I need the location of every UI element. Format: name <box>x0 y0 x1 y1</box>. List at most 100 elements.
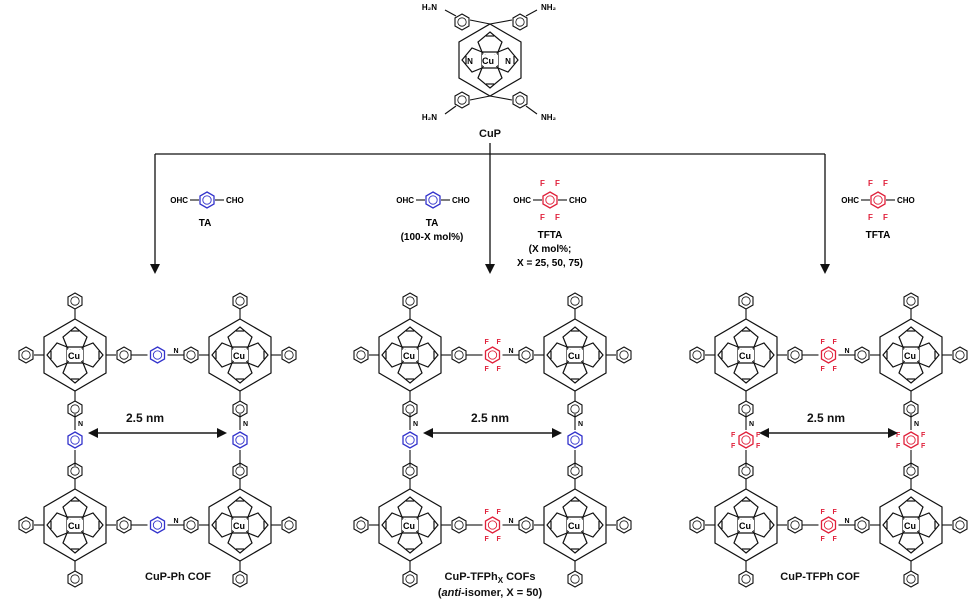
imine-nitrogen: N <box>845 518 850 525</box>
fluorine-atom: F <box>896 432 901 439</box>
fluorine-atom: F <box>833 509 838 516</box>
distance-label-right: 2.5 nm <box>807 411 845 425</box>
imine-nitrogen: N <box>509 348 514 355</box>
linker-tfta-right: OHC CHO F F F F TFTA <box>841 179 915 241</box>
phenyl-linker-ring <box>67 431 83 449</box>
imine-nitrogen: N <box>78 421 83 428</box>
phenyl-linker-ring <box>567 431 583 449</box>
fluorine-atom: F <box>833 366 838 373</box>
aldehyde-right: CHO <box>226 196 244 205</box>
imine-nitrogen: N <box>509 518 514 525</box>
fluorine-atom: F <box>868 179 873 188</box>
fluorine-atom: F <box>883 213 888 222</box>
fluorine-atom: F <box>485 536 490 543</box>
precursor-metal: Cu <box>482 56 494 66</box>
aldehyde-left: OHC <box>841 196 859 205</box>
linker-tfta-mixed-note1: (X mol%; <box>529 244 572 255</box>
fluorine-atom: F <box>921 443 926 450</box>
phenyl-linker-ring <box>149 346 166 364</box>
imine-nitrogen: N <box>174 518 179 525</box>
product-label-sub: X <box>498 576 504 585</box>
phenyl-linker-ring <box>402 431 418 449</box>
aldehyde-left: OHC <box>170 196 188 205</box>
copper-atom-label: Cu <box>568 521 580 531</box>
fluorine-atom: F <box>821 339 826 346</box>
fluorine-atom: F <box>821 509 826 516</box>
fluorine-atom: F <box>555 179 560 188</box>
product-label-tail: COFs <box>503 571 535 583</box>
fluorine-atom: F <box>497 509 502 516</box>
distance-label-left: 2.5 nm <box>126 411 164 425</box>
fluorine-atom: F <box>731 432 736 439</box>
fluorine-atom: F <box>497 366 502 373</box>
fluorine-atom: F <box>485 366 490 373</box>
fluorine-atom: F <box>868 213 873 222</box>
fluorine-atom: F <box>921 432 926 439</box>
amine-bottom-left: H₂N <box>422 113 437 122</box>
copper-atom-label: Cu <box>904 351 916 361</box>
linker-ta-mixed: OHC CHO TA (100-X mol%) <box>396 191 470 243</box>
fluorinated-linker-ring <box>903 431 919 449</box>
product-label-left: CuP-Ph COF <box>145 571 211 583</box>
phenyl-linker-ring <box>149 516 166 534</box>
precursor-n-right: N <box>505 57 511 66</box>
fluorine-atom: F <box>883 179 888 188</box>
imine-nitrogen: N <box>413 421 418 428</box>
copper-atom-label: Cu <box>403 521 415 531</box>
phenyl-linker-ring <box>232 431 248 449</box>
linker-ta-name: TA <box>199 218 212 229</box>
aldehyde-left: OHC <box>513 196 531 205</box>
product-note-pre: ( <box>438 587 442 599</box>
fluorine-atom: F <box>756 432 761 439</box>
aldehyde-right: CHO <box>569 196 587 205</box>
linker-tfta-mixed-note2: X = 25, 50, 75) <box>517 258 583 269</box>
copper-atom-label: Cu <box>568 351 580 361</box>
precursor-n-left: N <box>467 57 473 66</box>
fluorine-atom: F <box>731 443 736 450</box>
distance-label-middle: 2.5 nm <box>471 411 509 425</box>
precursor-label: CuP <box>479 128 501 140</box>
copper-atom-label: Cu <box>739 521 751 531</box>
copper-atom-label: Cu <box>68 521 80 531</box>
fluorinated-linker-ring <box>820 516 837 534</box>
aldehyde-right: CHO <box>452 196 470 205</box>
product-note-italic: anti <box>442 587 463 599</box>
linker-tfta-mixed-name: TFTA <box>538 230 563 241</box>
copper-atom-label: Cu <box>68 351 80 361</box>
fluorine-atom: F <box>833 536 838 543</box>
fluorine-atom: F <box>497 339 502 346</box>
product-note-post: -isomer, X = 50) <box>461 587 542 599</box>
fluorine-atom: F <box>540 213 545 222</box>
fluorine-atom: F <box>756 443 761 450</box>
linker-ta-mixed-note: (100-X mol%) <box>401 232 464 243</box>
copper-atom-label: Cu <box>233 521 245 531</box>
imine-nitrogen: N <box>243 421 248 428</box>
imine-nitrogen: N <box>914 421 919 428</box>
copper-atom-label: Cu <box>904 521 916 531</box>
fluorine-atom: F <box>821 366 826 373</box>
fluorinated-linker-ring <box>484 516 501 534</box>
fluorine-atom: F <box>896 443 901 450</box>
copper-atom-label: Cu <box>403 351 415 361</box>
cup-precursor: Cu N N H₂N NH₂ H₂N NH₂ CuP <box>422 3 557 140</box>
product-label-main: CuP-TFPh <box>445 571 498 583</box>
fluorine-atom: F <box>485 339 490 346</box>
copper-atom-label: Cu <box>233 351 245 361</box>
linker-tfta-name: TFTA <box>866 230 891 241</box>
fluorine-atom: F <box>833 339 838 346</box>
imine-nitrogen: N <box>578 421 583 428</box>
amine-top-right: NH₂ <box>541 3 557 12</box>
imine-nitrogen: N <box>174 348 179 355</box>
fluorine-atom: F <box>540 179 545 188</box>
fluorinated-linker-ring <box>738 431 754 449</box>
fluorinated-linker-ring <box>820 346 837 364</box>
imine-nitrogen: N <box>749 421 754 428</box>
fluorine-atom: F <box>555 213 560 222</box>
aldehyde-left: OHC <box>396 196 414 205</box>
fluorine-atom: F <box>821 536 826 543</box>
amine-bottom-right: NH₂ <box>541 113 557 122</box>
imine-nitrogen: N <box>845 348 850 355</box>
fluorine-atom: F <box>485 509 490 516</box>
